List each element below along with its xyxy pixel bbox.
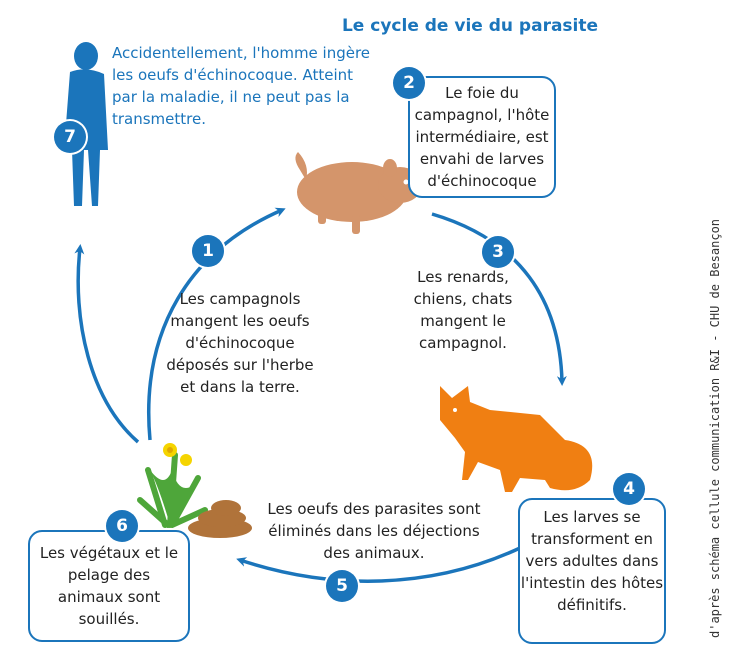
fox-icon [440,386,593,492]
step-1-text: Les campagnols mangent les oeufs d'échin… [166,290,314,396]
arrow-step-3 [431,212,567,386]
step-4-badge: 4 [613,473,645,505]
step-6-text: Les végétaux et le pelage des animaux so… [39,544,179,628]
dandelion-icon [137,443,208,528]
step-2-text: Le foie du campagnol, l'hôte intermédiai… [414,84,550,190]
step-4-box: Les larves se transforment en vers adult… [518,498,666,644]
arrow-step-5 [236,546,521,583]
human-silhouette-icon [64,42,108,206]
arrow-step-1 [147,207,286,441]
step-6-box: Les végétaux et le pelage des animaux so… [28,530,190,642]
feces-icon [188,500,252,538]
arrow-step-7 [74,244,140,444]
step-3-text: Les renards, chiens, chats mangent le ca… [413,268,513,352]
diagram-title: Le cycle de vie du parasite [341,16,599,36]
step-2-box: Le foie du campagnol, l'hôte intermédiai… [408,76,556,198]
step-2-badge: 2 [393,67,425,99]
step-3-badge: 3 [482,236,514,268]
step-7-text: Accidentellement, l'homme ingère les oeu… [112,44,371,128]
step-5-text: Les oeufs des parasites sont éliminés da… [267,500,481,562]
source-credit: d'après schéma cellule communication R&I… [708,218,722,638]
vole-icon [295,152,422,234]
step-5-badge: 5 [326,570,358,602]
step-7-badge: 7 [54,121,86,153]
step-4-text: Les larves se transforment en vers adult… [520,508,664,614]
step-1-badge: 1 [192,235,224,267]
step-6-badge: 6 [106,510,138,542]
